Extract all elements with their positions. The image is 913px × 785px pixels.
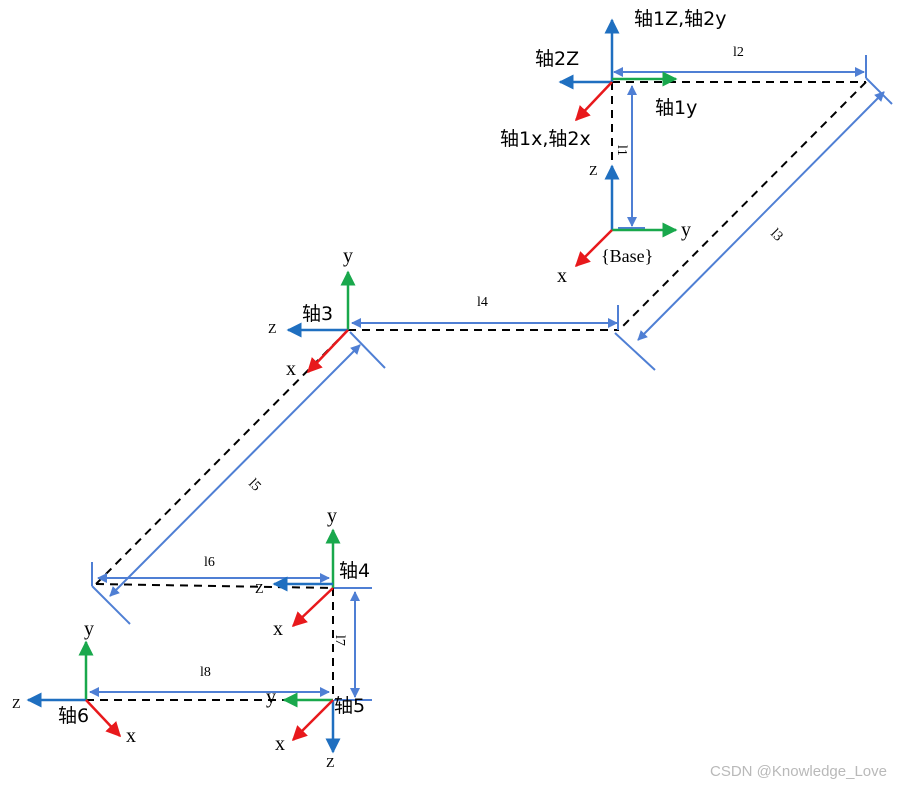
dim-l1-label: l1 [614, 145, 629, 156]
top-left-label: 轴2Z [535, 48, 579, 70]
top-x-axis [574, 81, 613, 122]
dim-l5-tick-bottom [91, 585, 131, 625]
link-diagonal-upper [618, 81, 867, 331]
axis6-name-label: 轴6 [58, 705, 89, 727]
dim-l5-line [109, 344, 361, 597]
frame-axis3 [286, 270, 356, 374]
axis6-x-axis [85, 699, 122, 738]
axis5-name-label: 轴5 [334, 695, 365, 717]
dim-l7-label: l7 [332, 635, 347, 646]
base-x-label: x [557, 265, 567, 287]
base-x-axis [574, 229, 613, 268]
axis4-z-label: Z [255, 582, 264, 597]
axis5-x-axis [291, 699, 334, 742]
frame-axis5 [282, 692, 341, 754]
dim-l3-label: l3 [767, 226, 785, 244]
dim-l5-label: l5 [245, 476, 263, 494]
dimension-lines [89, 55, 893, 701]
frame-base [574, 164, 678, 268]
axis3-name-label: 轴3 [302, 303, 333, 325]
dim-l4-label: l4 [477, 295, 488, 310]
axis4-name-label: 轴4 [339, 560, 370, 582]
top-z-label: 轴1Z,轴2y [634, 8, 726, 30]
axis3-z-label: Z [268, 322, 277, 337]
watermark: CSDN @Knowledge_Love [710, 763, 887, 780]
axis6-x-label: x [126, 725, 136, 747]
dim-l5-tick-top [349, 331, 386, 369]
base-y-label: y [681, 219, 691, 241]
labels: 轴1Z,轴2y 轴2Z 轴1y 轴1x,轴2x Z y x {Base} y 轴… [12, 8, 887, 780]
axis4-x-axis [291, 587, 334, 628]
dim-l6-label: l6 [204, 555, 215, 570]
axis6-y-label: y [84, 618, 94, 640]
axis3-x-label: x [286, 358, 296, 380]
axis4-x-label: x [273, 618, 283, 640]
axis3-y-label: y [343, 245, 353, 267]
frame-axis4 [272, 528, 341, 628]
axis5-y-label: y [266, 686, 276, 708]
top-y-label: 轴1y [655, 97, 697, 119]
top-x-label: 轴1x,轴2x [500, 128, 591, 150]
axis5-x-label: x [275, 733, 285, 755]
dashed-links [86, 81, 867, 701]
axis3-x-axis [306, 329, 349, 374]
frame-top [558, 18, 678, 122]
dim-l2-tick-slant [865, 77, 893, 105]
axis6-z-label: Z [12, 697, 21, 712]
dim-l3-tick [614, 332, 656, 371]
dim-l3-line [637, 91, 885, 341]
frame-axis6 [26, 640, 122, 738]
base-frame-label: {Base} [601, 246, 653, 266]
dim-l8-label: l8 [200, 665, 211, 680]
axis5-z-label: Z [326, 756, 335, 771]
base-z-label: Z [589, 164, 598, 179]
axis4-y-label: y [327, 505, 337, 527]
dim-l2-label: l2 [733, 45, 744, 60]
